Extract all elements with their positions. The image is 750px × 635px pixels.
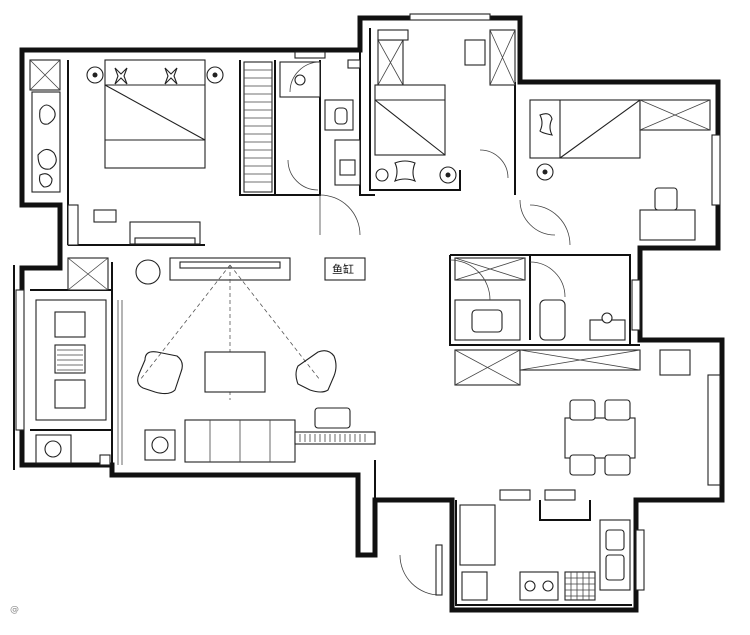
master-bathroom bbox=[279, 59, 361, 191]
second-bedroom bbox=[374, 29, 516, 184]
hallway-doors bbox=[319, 195, 556, 236]
kitchen bbox=[399, 489, 631, 601]
second-bathroom bbox=[449, 257, 626, 341]
fish-tank-label: 鱼缸 bbox=[332, 262, 354, 276]
master-bedroom bbox=[29, 59, 273, 246]
interior-walls bbox=[30, 28, 640, 606]
third-bedroom bbox=[529, 99, 711, 246]
watermark: @ bbox=[10, 605, 19, 615]
windows bbox=[15, 13, 721, 591]
living-room: 鱼缸 bbox=[67, 194, 376, 465]
left-room bbox=[35, 299, 111, 466]
dining-area bbox=[454, 349, 691, 476]
